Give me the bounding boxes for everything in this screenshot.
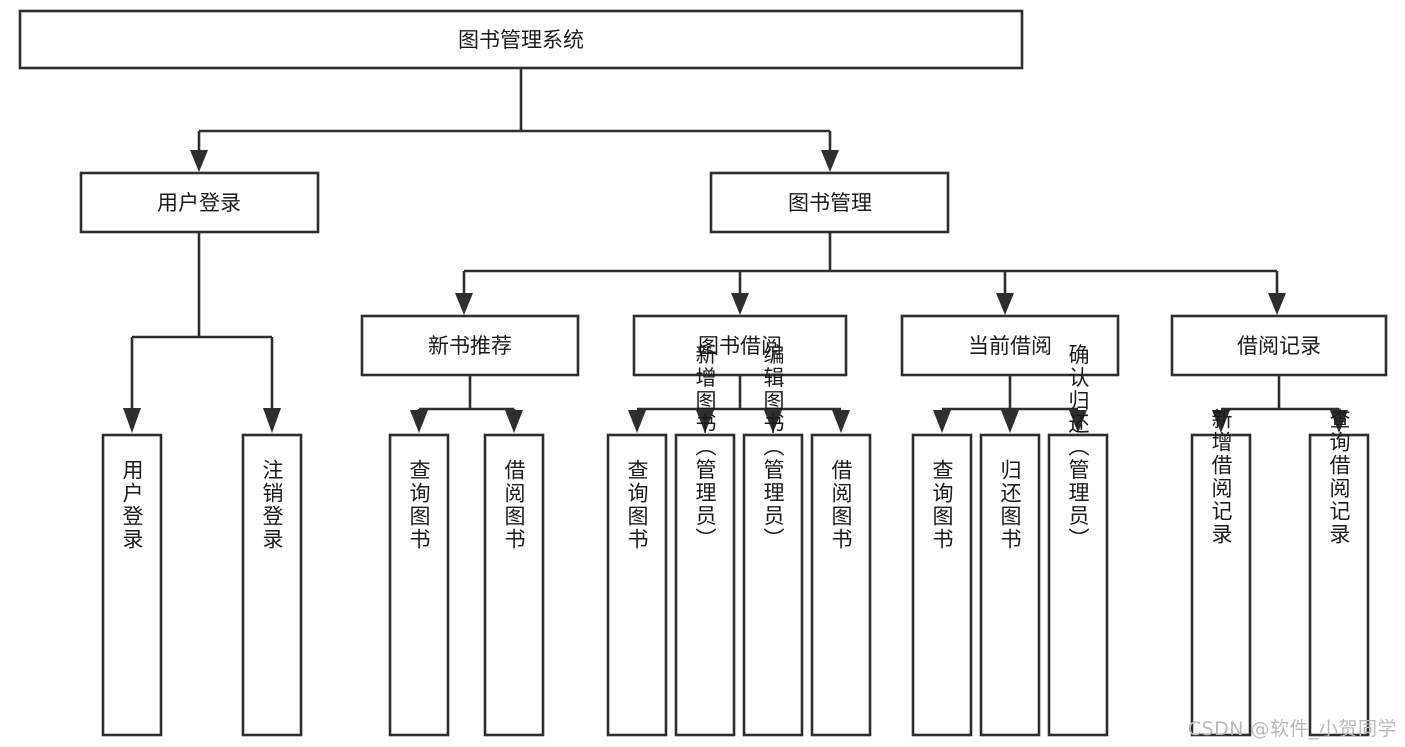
arrow-head-to-current-borrow	[996, 293, 1014, 315]
node-user-login-label: 用户登录	[157, 191, 241, 215]
leaf-current-borrow-1-label: 归还图书	[998, 459, 1022, 551]
arrow-head-to-borrow-record	[1268, 293, 1286, 315]
arrow-head-to-new-book	[455, 293, 473, 315]
node-user-login[interactable]: 用户登录	[79, 171, 320, 234]
leaf-current-borrow-1-box	[979, 433, 1041, 737]
node-current-borrow-label: 当前借阅	[968, 334, 1052, 358]
leaf-borrow-record-0-box	[1190, 433, 1252, 737]
node-book-manage[interactable]: 图书管理	[709, 171, 950, 234]
leaf-current-borrow-0-label: 查询图书	[930, 459, 954, 551]
leaf-book-borrow-3-label: 借阅图书	[829, 459, 853, 551]
leaf-new-book-0-label: 查询图书	[407, 459, 431, 551]
leaf-current-borrow-2-box	[1047, 433, 1109, 737]
arrow-head-borrow-record-leaf-1	[1212, 410, 1230, 433]
leaf-book-borrow-3[interactable]: 借阅图书	[810, 433, 872, 737]
node-new-book-recommend-box	[360, 314, 580, 377]
csdn-watermark: CSDN @软件_小贺同学	[1187, 718, 1397, 740]
node-book-borrow-label: 图书借阅	[698, 334, 782, 358]
leaf-book-borrow-1-box	[674, 433, 736, 737]
connector-borrow-record-to-leaves	[1212, 375, 1348, 433]
arrow-head-borrow-record-leaf-2	[1330, 410, 1348, 433]
leaf-user-login-1-label: 注销登录	[260, 459, 284, 551]
node-borrow-record-box	[1170, 314, 1388, 377]
arrow-head-book-borrow-leaf-2	[696, 410, 714, 433]
node-book-borrow[interactable]: 图书借阅	[632, 314, 848, 377]
arrow-head-current-borrow-leaf-2	[1001, 410, 1019, 433]
connector-book-manage-to-level3	[455, 232, 1286, 315]
connector-root-to-level2	[190, 68, 839, 172]
leaf-book-borrow-2-box	[742, 433, 804, 737]
leaf-borrow-record-1-label: 查询借阅记录	[1327, 408, 1351, 546]
connector-book-borrow-to-leaves	[628, 375, 850, 433]
arrow-head-book-borrow-leaf-4	[832, 410, 850, 433]
leaf-current-borrow-2[interactable]: 确认归还（管理员）	[1047, 344, 1109, 737]
arrow-head-to-book-manage	[821, 150, 839, 172]
node-book-borrow-box	[632, 314, 848, 377]
leaf-new-book-1[interactable]: 借阅图书	[483, 433, 545, 737]
connector-current-borrow-to-leaves	[933, 375, 1087, 433]
arrow-head-current-borrow-leaf-1	[933, 410, 951, 433]
connector-new-book-to-leaves	[410, 375, 523, 433]
node-root-label: 图书管理系统	[458, 28, 584, 52]
leaf-current-borrow-0-box	[911, 433, 973, 737]
leaf-book-borrow-2-label: 编辑图书（管理员）	[761, 344, 785, 551]
arrow-head-book-borrow-leaf-1	[628, 410, 646, 433]
leaf-book-borrow-1-label: 新增图书（管理员）	[693, 344, 717, 551]
leaf-current-borrow-1[interactable]: 归还图书	[979, 433, 1041, 737]
node-borrow-record-label: 借阅记录	[1237, 334, 1321, 358]
connector-user-login-to-leaves	[123, 232, 281, 433]
leaf-user-login-1-box	[241, 433, 303, 737]
leaf-new-book-0[interactable]: 查询图书	[388, 433, 450, 737]
leaf-book-borrow-0-label: 查询图书	[625, 459, 649, 551]
leaf-current-borrow-0[interactable]: 查询图书	[911, 433, 973, 737]
leaf-new-book-0-box	[388, 433, 450, 737]
leaf-user-login-0[interactable]: 用户登录	[101, 433, 163, 737]
arrow-head-to-user-login	[190, 150, 208, 172]
node-book-manage-box	[709, 171, 950, 234]
leaf-book-borrow-1[interactable]: 新增图书（管理员）	[674, 344, 736, 737]
leaf-user-login-0-box	[101, 433, 163, 737]
node-new-book-recommend-label: 新书推荐	[428, 334, 512, 358]
arrow-head-new-book-leaf-2	[505, 410, 523, 433]
leaf-current-borrow-2-label: 确认归还（管理员）	[1066, 344, 1090, 551]
node-current-borrow[interactable]: 当前借阅	[900, 314, 1120, 377]
leaf-new-book-1-label: 借阅图书	[502, 459, 526, 551]
leaf-borrow-record-1[interactable]: 查询借阅记录	[1308, 408, 1370, 737]
leaf-borrow-record-0[interactable]: 新增借阅记录	[1190, 408, 1252, 737]
leaf-book-borrow-3-box	[810, 433, 872, 737]
arrow-head-user-login-leaf-2	[263, 408, 281, 433]
leaf-new-book-1-box	[483, 433, 545, 737]
node-borrow-record[interactable]: 借阅记录	[1170, 314, 1388, 377]
leaf-book-borrow-0[interactable]: 查询图书	[606, 433, 668, 737]
arrow-head-new-book-leaf-1	[410, 410, 428, 433]
leaf-user-login-1[interactable]: 注销登录	[241, 433, 303, 737]
node-book-manage-label: 图书管理	[788, 191, 872, 215]
leaf-borrow-record-0-label: 新增借阅记录	[1209, 408, 1233, 546]
arrow-head-current-borrow-leaf-3	[1069, 410, 1087, 433]
leaf-book-borrow-2[interactable]: 编辑图书（管理员）	[742, 344, 804, 737]
leaf-borrow-record-1-box	[1308, 433, 1370, 737]
node-root-box	[18, 9, 1024, 70]
leaf-user-login-0-label: 用户登录	[120, 459, 144, 551]
leaf-book-borrow-0-box	[606, 433, 668, 737]
node-current-borrow-box	[900, 314, 1120, 377]
arrow-head-to-book-borrow	[731, 293, 749, 315]
arrow-head-user-login-leaf-1	[123, 408, 141, 433]
node-new-book-recommend[interactable]: 新书推荐	[360, 314, 580, 377]
arrow-head-book-borrow-leaf-3	[764, 410, 782, 433]
node-root[interactable]: 图书管理系统	[18, 9, 1024, 70]
